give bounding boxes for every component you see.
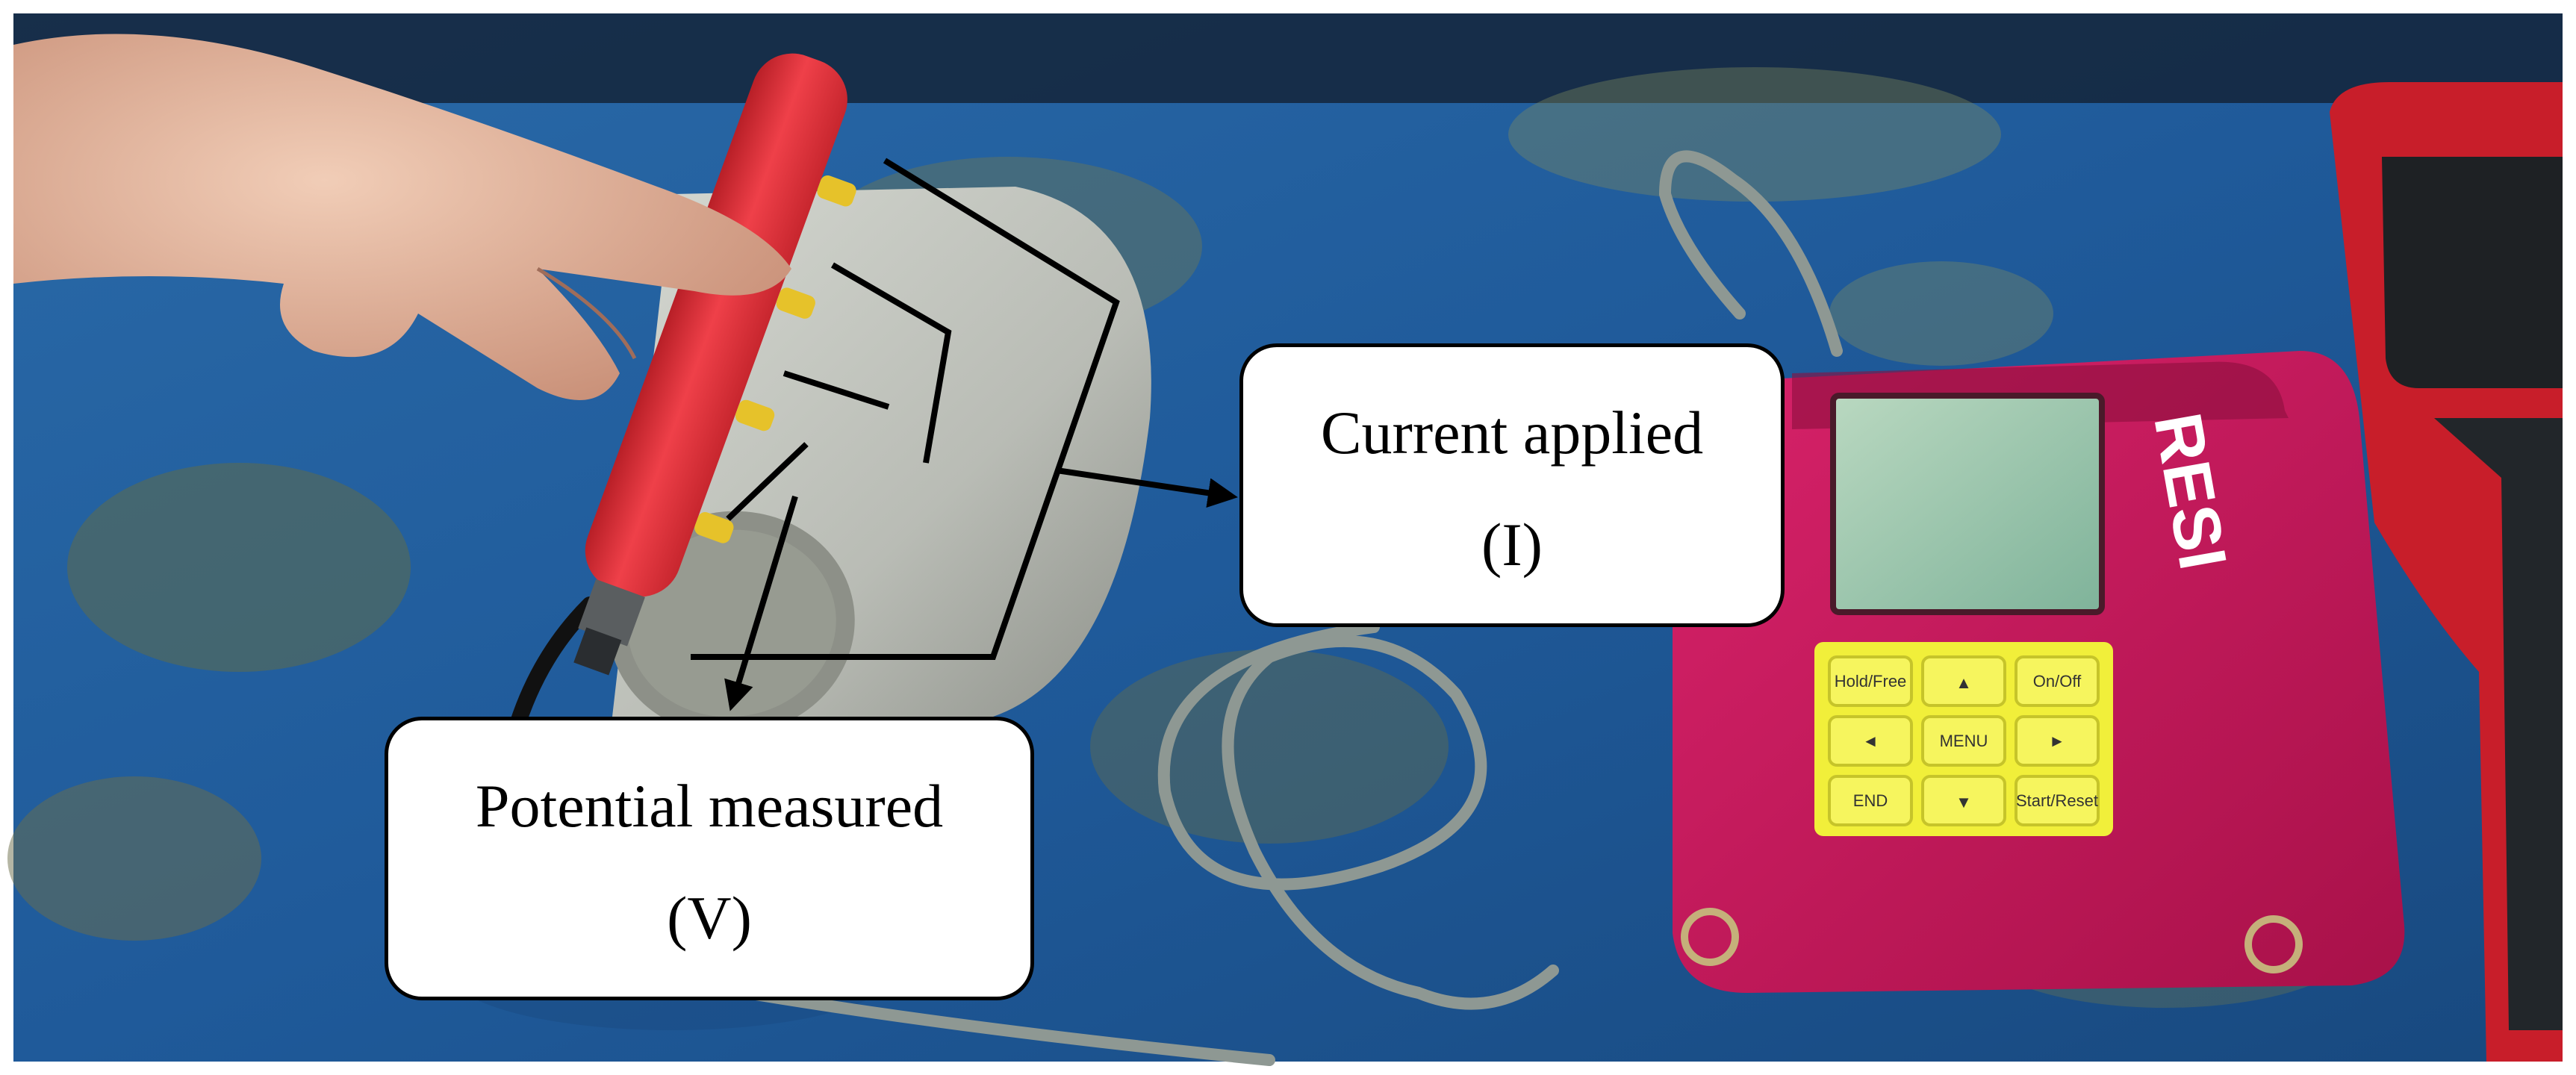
current-arrow bbox=[1056, 467, 1238, 508]
key-menu: MENU bbox=[1940, 732, 1988, 750]
electrode-pin bbox=[735, 399, 775, 431]
key-end: END bbox=[1853, 791, 1888, 810]
key-down: ▼ bbox=[1956, 793, 1972, 811]
carrying-case bbox=[2330, 82, 2563, 1062]
electrode-pin bbox=[776, 287, 815, 319]
resistivity-probe bbox=[573, 53, 856, 676]
strap-ring bbox=[2244, 915, 2303, 973]
callout-current-symbol: (I) bbox=[1481, 511, 1543, 579]
key-power: On/Off bbox=[2033, 672, 2082, 691]
electrode-pin bbox=[817, 175, 856, 207]
probe-wiring bbox=[691, 158, 1120, 660]
callout-current-applied: Current applied (I) bbox=[1239, 343, 1785, 627]
hand bbox=[13, 34, 791, 401]
key-start: Start/Reset bbox=[2016, 791, 2098, 810]
callout-current-label: Current applied bbox=[1320, 399, 1704, 467]
key-hold: Hold/Free bbox=[1835, 672, 1907, 691]
lcd-screen bbox=[1830, 393, 2105, 615]
keypad-buttons bbox=[1828, 655, 2100, 826]
cable bbox=[741, 150, 1843, 1066]
key-left: ◄ bbox=[1862, 732, 1879, 750]
callout-potential-label: Potential measured bbox=[475, 772, 944, 840]
callout-potential-symbol: (V) bbox=[667, 884, 752, 952]
key-right: ► bbox=[2049, 732, 2065, 750]
potential-arrow bbox=[724, 495, 798, 711]
strap-ring bbox=[1681, 908, 1739, 966]
callout-potential-measured: Potential measured (V) bbox=[385, 717, 1034, 1000]
electrode-pin bbox=[694, 512, 734, 543]
key-up: ▲ bbox=[1956, 673, 1972, 692]
resistivity-meter: RESI proceq Hold/Free ▲ On/Off ◄ MENU ► … bbox=[1673, 351, 2405, 993]
probe-cable bbox=[507, 596, 598, 740]
